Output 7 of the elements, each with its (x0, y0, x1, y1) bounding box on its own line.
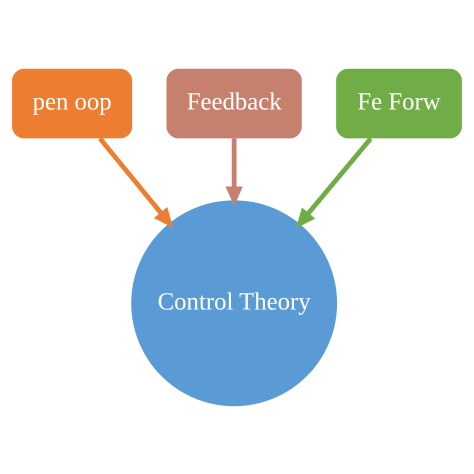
arrow (226, 138, 243, 206)
arrow (98, 136, 174, 228)
node-box: Feedback (166, 68, 302, 138)
arrow (296, 136, 372, 228)
node-box: pen oop (12, 68, 132, 138)
node-circle: Control Theory (131, 200, 338, 406)
node-box: Fe Forw (336, 68, 462, 138)
